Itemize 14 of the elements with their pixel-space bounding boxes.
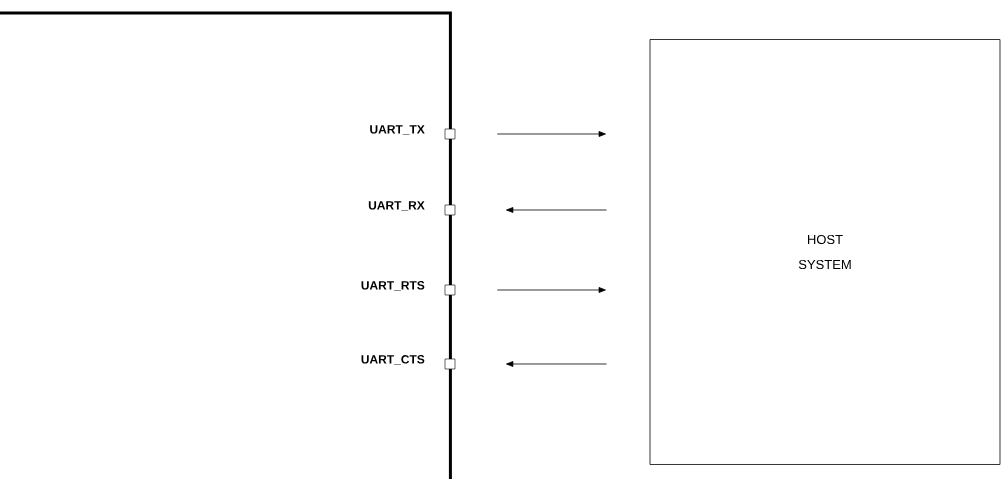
pin-square <box>444 284 456 296</box>
arrow <box>506 361 607 367</box>
pin-square <box>444 204 456 216</box>
module-outline <box>0 11 452 479</box>
arrow <box>496 287 606 293</box>
pin-square <box>444 358 456 370</box>
pin-label: UART_RTS <box>361 281 425 291</box>
arrow <box>506 207 607 213</box>
pin-label: UART_RX <box>368 201 425 211</box>
pin-label: UART_CTS <box>361 355 425 365</box>
pin-label: UART_TX <box>370 125 425 135</box>
pin-square <box>444 128 456 140</box>
host-box: HOST SYSTEM <box>649 39 1001 465</box>
arrow <box>496 131 606 137</box>
